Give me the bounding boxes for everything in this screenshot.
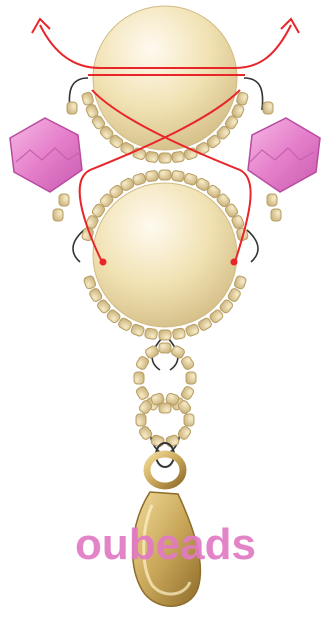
seed-bead: [159, 330, 171, 340]
seed-bead: [171, 170, 184, 182]
thread-end-dot-icon: [231, 259, 238, 266]
seed-bead: [81, 92, 94, 106]
seed-bead: [130, 323, 145, 337]
bottom-pearl: [93, 183, 237, 327]
seed-bead: [134, 372, 144, 384]
seed-bead: [159, 153, 171, 163]
seed-bead: [172, 328, 186, 340]
seed-bead: [180, 385, 195, 400]
seed-bead: [132, 173, 147, 186]
seed-bead: [159, 170, 171, 180]
right-bicone-crystal: [248, 118, 320, 192]
seed-bead: [150, 434, 165, 447]
seed-bead: [67, 102, 77, 114]
seed-bead: [233, 275, 247, 290]
thread-end-dot-icon: [100, 259, 107, 266]
seed-bead: [135, 355, 150, 370]
seed-bead: [180, 355, 195, 370]
top-pearl: [93, 6, 237, 150]
seed-bead: [59, 194, 69, 206]
seed-bead: [135, 385, 150, 400]
seed-bead: [171, 151, 184, 163]
seed-bead: [159, 343, 171, 353]
watermark-text: oubeads: [0, 520, 331, 570]
seed-bead: [170, 345, 185, 360]
seed-bead: [83, 275, 97, 290]
seed-bead: [263, 102, 273, 114]
seed-bead: [144, 345, 159, 360]
seed-bead: [185, 323, 200, 337]
seed-bead: [136, 414, 146, 426]
seed-bead: [271, 209, 281, 221]
seed-bead: [184, 414, 194, 426]
seed-bead: [267, 194, 277, 206]
seed-bead: [145, 170, 158, 182]
left-bicone-crystal: [10, 118, 82, 192]
seed-bead: [186, 372, 196, 384]
seed-bead: [236, 92, 249, 106]
seed-bead: [165, 434, 180, 447]
seed-bead: [159, 403, 171, 413]
seed-bead: [53, 209, 63, 221]
seed-bead: [144, 328, 158, 340]
seed-bead: [145, 151, 158, 163]
